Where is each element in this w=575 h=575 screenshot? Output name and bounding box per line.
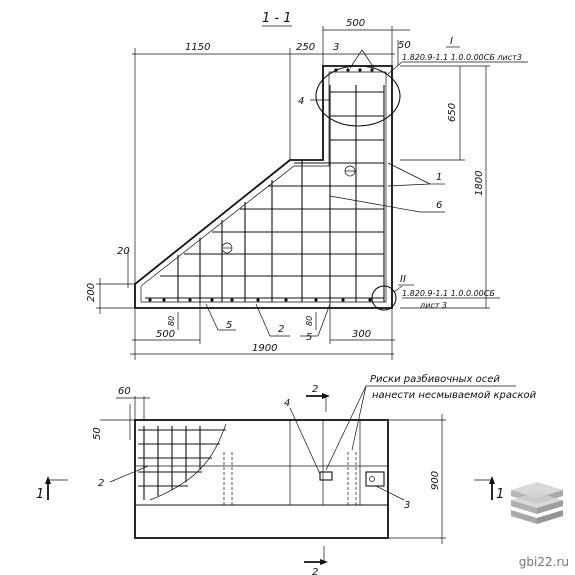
plan-insert-3 <box>365 471 385 487</box>
plan-break-line <box>149 423 227 501</box>
node-II-ref: 1.820.9-1.1 1.0.0.00СБ <box>402 289 495 298</box>
brand-text[interactable]: gbi22.ru <box>518 555 569 569</box>
left-dimensions: 20 200 <box>86 246 135 314</box>
plan-callout-4: 4 <box>284 398 290 409</box>
plan-dim-900: 900 <box>430 471 441 490</box>
callouts: 3 4 1 6 2 5 5 I 1.820.9-1.1 1.0.0 <box>205 36 528 343</box>
node-I-circle <box>315 65 401 127</box>
plan-insert-4 <box>319 471 333 481</box>
node-I-ref: 1.820.9-1.1 1.0.0.00СБ лист3 <box>402 53 522 62</box>
bottom-dimensions: 500 80 80 300 1900 <box>130 300 395 360</box>
plan-view: 60 50 900 Риски разбивочных осей нанести… <box>36 373 537 575</box>
section-mark-right-label: 1 <box>496 487 504 502</box>
rebar-dots <box>148 68 374 302</box>
node-II-sheet: лист 3 <box>419 301 447 310</box>
plan-dim-50: 50 <box>92 427 103 440</box>
plan-rebar-mesh <box>138 426 226 500</box>
dim-500: 500 <box>346 18 365 29</box>
plan-note-line2: нанести несмываемой краской <box>372 390 537 401</box>
dim-20: 20 <box>117 246 130 257</box>
rebar-horizontals <box>145 91 384 299</box>
node-II-label: II <box>400 274 406 285</box>
dim-650: 650 <box>447 103 458 122</box>
dim-1150: 1150 <box>185 42 210 53</box>
dim-200: 200 <box>86 283 97 302</box>
plan-callout-2: 2 <box>98 478 104 489</box>
section-view: 1 - 1 <box>86 11 528 360</box>
plan-note-line1: Риски разбивочных осей <box>370 373 500 385</box>
top-dimensions: 1150 250 500 50 <box>132 18 411 284</box>
section-outline <box>134 65 393 309</box>
dim-300: 300 <box>352 329 371 340</box>
node-I-label: I <box>450 36 453 47</box>
dim-500-bottom: 500 <box>156 329 175 340</box>
callout-1: 1 <box>436 172 442 183</box>
callout-2: 2 <box>278 324 284 335</box>
rebar-verticals <box>177 85 385 302</box>
callout-4: 4 <box>298 96 304 107</box>
callout-3: 3 <box>333 42 339 53</box>
brand-logo-icon <box>511 482 563 524</box>
callout-6: 6 <box>436 200 442 211</box>
callout-5a: 5 <box>226 320 232 331</box>
section-inner-outline <box>140 71 387 303</box>
right-dimensions: 650 1800 <box>400 65 490 309</box>
dim-250: 250 <box>296 42 315 53</box>
section-mark-top-label: 2 <box>312 384 318 395</box>
dim-80-right: 80 <box>305 316 314 326</box>
callout-5b: 5 <box>306 332 312 343</box>
section-mark-bottom-label: 2 <box>312 567 318 575</box>
dim-50: 50 <box>398 40 411 51</box>
section-mark-left-label: 1 <box>36 487 44 502</box>
dim-80-left: 80 <box>167 316 176 326</box>
section-title: 1 - 1 <box>262 11 292 26</box>
plan-outline <box>134 419 389 539</box>
node-II-circle <box>371 285 397 311</box>
dim-1800: 1800 <box>474 171 485 196</box>
dim-1900: 1900 <box>252 343 277 354</box>
plan-callout-3: 3 <box>404 500 410 511</box>
plan-dim-60: 60 <box>118 386 131 397</box>
